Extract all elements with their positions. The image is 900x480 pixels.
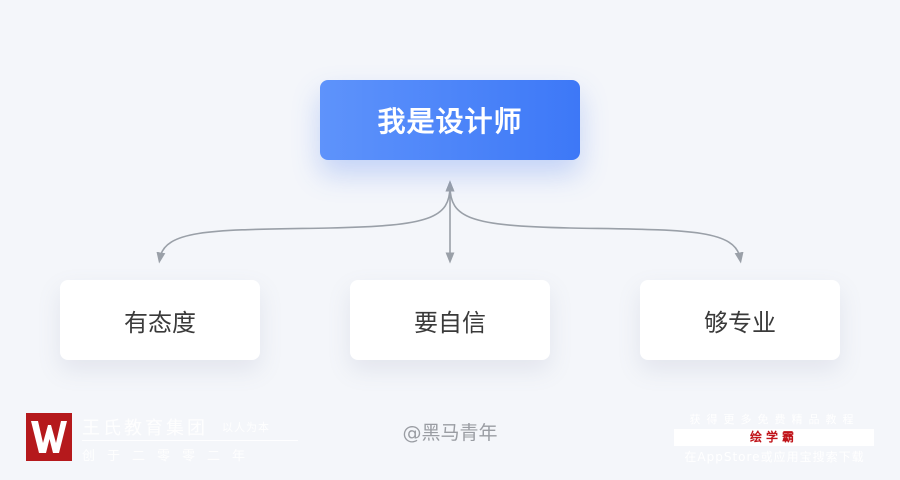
- connector-left: [156, 180, 455, 264]
- connector-right: [445, 180, 744, 264]
- root-node-label: 我是设计师: [377, 105, 523, 138]
- watermark-promo-text: 获得更多免费精品教程: [689, 413, 860, 426]
- root-node: 我是设计师: [320, 80, 580, 160]
- watermark-download-text: 在AppStore或应用宝搜索下载: [684, 450, 865, 464]
- child-node-label: 要自信: [414, 308, 486, 337]
- child-node-attitude: 有态度: [60, 280, 260, 360]
- w-logo-icon: [26, 413, 72, 461]
- child-node-label: 有态度: [124, 308, 196, 337]
- child-node-professional: 够专业: [640, 280, 840, 360]
- author-credit: @黑马青年: [402, 422, 498, 444]
- watermark-divider: [82, 440, 298, 441]
- watermark-app-name: 绘学霸: [674, 429, 874, 446]
- child-node-confidence: 要自信: [350, 280, 550, 360]
- watermark-org-name: 王氏教育集团: [82, 418, 208, 439]
- child-node-label: 够专业: [704, 308, 776, 337]
- watermark-slogan: 以人为本: [222, 421, 270, 434]
- left-watermark: 王氏教育集团 以人为本 创于二零零二年: [26, 413, 298, 468]
- watermark-subtitle: 创于二零零二年: [82, 449, 258, 464]
- right-watermark: 获得更多免费精品教程 绘学霸 在AppStore或应用宝搜索下载: [672, 411, 877, 466]
